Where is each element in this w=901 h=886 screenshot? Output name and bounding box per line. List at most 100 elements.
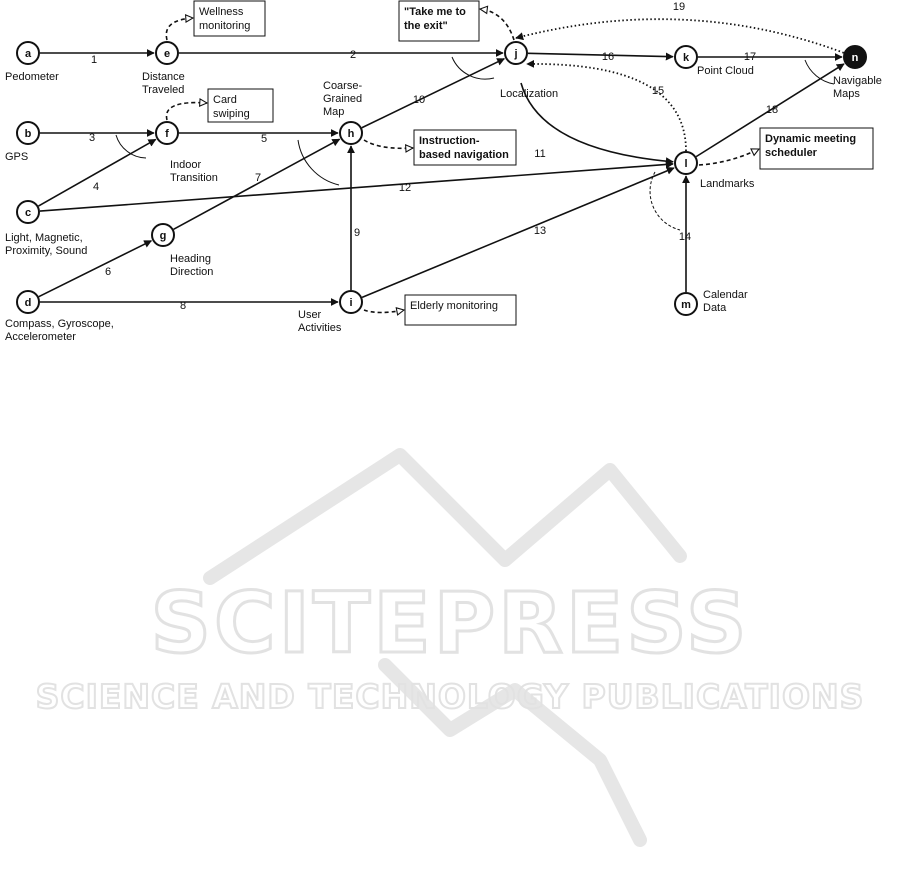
edge-i-h: 9: [347, 145, 360, 290]
application-link: [698, 148, 759, 166]
node-circle: [843, 45, 867, 69]
edge-j-k: 16: [527, 51, 674, 63]
node-letter: h: [348, 128, 355, 140]
application-text: Card: [213, 94, 237, 106]
edge-d-i: 8: [40, 298, 339, 312]
edge-line: [361, 57, 506, 129]
node-circle: [16, 121, 40, 145]
edge-line: [515, 18, 845, 54]
node-label: Grained: [323, 93, 362, 105]
application-box: [193, 0, 266, 37]
edge-l-n: 18: [695, 63, 845, 158]
edge-l-j: 15: [526, 59, 687, 152]
edge-h-j: 10: [361, 57, 506, 129]
application-text: based navigation: [419, 149, 509, 161]
node-letter: k: [683, 52, 690, 64]
edge-line: [38, 240, 153, 298]
node-circle: [16, 200, 40, 224]
edge-m-l: 14: [679, 175, 691, 292]
edge-line: [39, 160, 674, 212]
application-box: [413, 129, 517, 166]
node-circle: [151, 223, 175, 247]
node-letter: d: [25, 297, 32, 309]
application-text: Elderly monitoring: [410, 300, 498, 312]
edge-b-f: 3: [40, 129, 155, 144]
fusion-arc-h: [297, 139, 340, 186]
edge-label: 6: [105, 266, 111, 278]
node-label: Maps: [833, 88, 860, 100]
application-text: the exit": [404, 20, 448, 32]
node-label: Indoor: [170, 159, 202, 171]
node-circle: [504, 41, 528, 65]
node-circle: [155, 121, 179, 145]
edge-label: 12: [399, 182, 411, 194]
edge-label: 14: [679, 231, 691, 243]
application-text: "Take me to: [404, 6, 466, 18]
node-label: Coarse-: [323, 80, 362, 92]
node-label: User: [298, 309, 322, 321]
application-link: [363, 310, 404, 313]
node-label: Navigable: [833, 75, 882, 87]
node-letter: j: [513, 48, 517, 60]
node-label: Direction: [170, 266, 213, 278]
node-letter: l: [684, 158, 687, 170]
edge-f-h: 5: [179, 129, 339, 145]
edge-label: 8: [180, 300, 186, 312]
application-text: Wellness: [199, 6, 244, 18]
edge-g-h: 7: [173, 138, 341, 230]
fusion-arc-l: [649, 171, 681, 231]
node-circle: [674, 292, 698, 316]
edge-label: 2: [350, 49, 356, 61]
edge-label: 4: [93, 181, 99, 193]
node-label: Landmarks: [700, 178, 755, 190]
edge-a-e: 1: [40, 49, 155, 66]
application-box: [759, 127, 874, 170]
edge-k-n: 17: [698, 51, 843, 63]
node-circle: [339, 290, 363, 314]
application-box: [398, 0, 480, 42]
application-card-swiping: Card swiping: [165, 88, 274, 123]
edge-line: [526, 59, 687, 152]
application-box: [207, 88, 274, 123]
edge-i-l: 13: [361, 167, 675, 299]
edge-n-j: 19: [515, 1, 845, 54]
node-circle: [16, 290, 40, 314]
node-letter: i: [349, 297, 352, 309]
application-text: monitoring: [199, 20, 250, 32]
node-label: Accelerometer: [5, 331, 76, 343]
node-label: Data: [703, 302, 727, 314]
edge-line: [361, 167, 675, 299]
edge-label: 17: [744, 51, 756, 63]
edge-c-l: 12: [39, 160, 674, 212]
edge-label: 7: [255, 172, 261, 184]
edge-label: 13: [534, 225, 546, 237]
node-circle: [16, 41, 40, 65]
edge-line: [173, 138, 341, 230]
application-text: Dynamic meeting: [765, 133, 856, 145]
watermark-main-text: SCITEPRESS: [151, 574, 750, 672]
node-circle: [674, 45, 698, 69]
node-label: Heading: [170, 253, 211, 265]
application-text: swiping: [213, 108, 250, 120]
node-letter: a: [25, 48, 32, 60]
edge-line: [695, 63, 845, 158]
application-elderly: Elderly monitoring: [363, 294, 517, 326]
watermark-sub-text: SCIENCE AND TECHNOLOGY PUBLICATIONS: [36, 677, 865, 716]
application-box: [404, 294, 517, 326]
fusion-arc-e: [451, 56, 495, 80]
node-label: Proximity, Sound: [5, 245, 87, 257]
application-text: Instruction-: [419, 135, 480, 147]
node-label: GPS: [5, 151, 28, 163]
edge-label: 3: [89, 132, 95, 144]
